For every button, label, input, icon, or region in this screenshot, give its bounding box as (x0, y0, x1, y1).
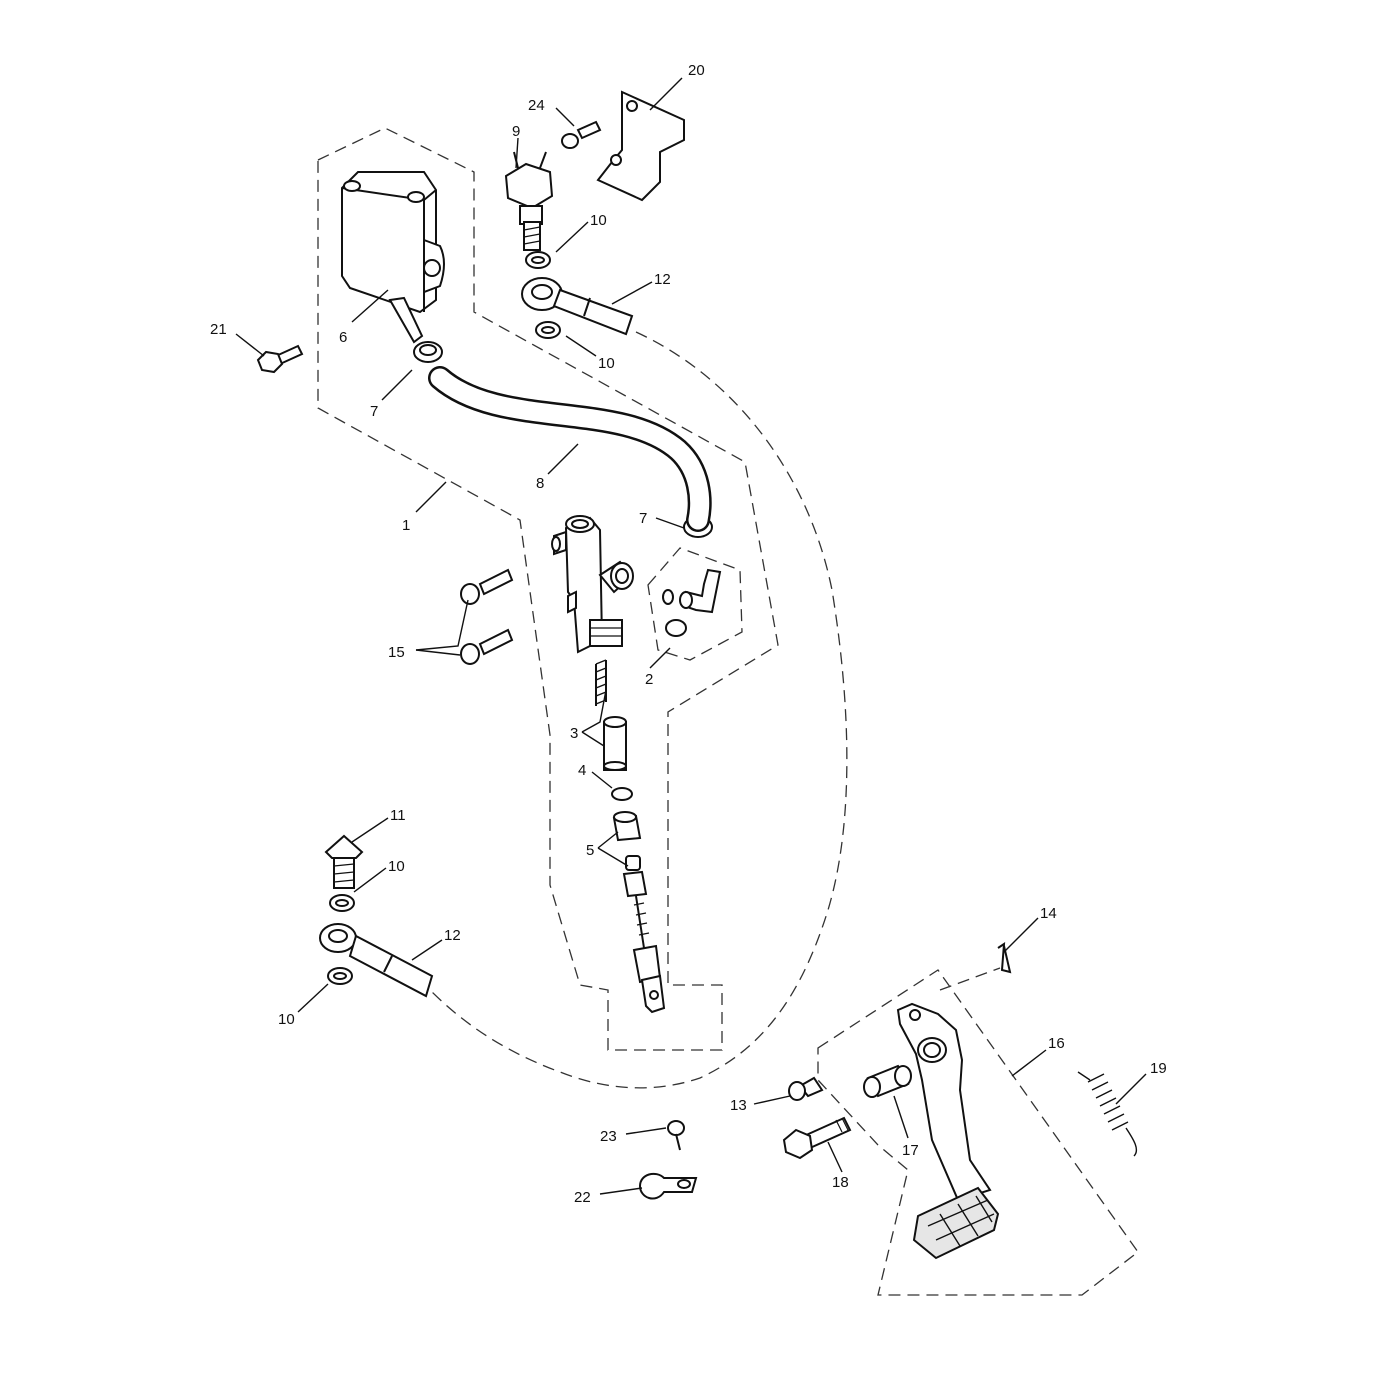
callout-5: 5 (586, 842, 594, 859)
pivot-bush (863, 1064, 912, 1098)
callout-24: 24 (528, 97, 545, 114)
pedal-return-spring (1077, 1071, 1138, 1157)
callout-13: 13 (730, 1097, 747, 1114)
callout-8: 8 (536, 475, 544, 492)
master-cylinder-bolt-upper (460, 568, 514, 605)
brake-light-switch (504, 151, 554, 251)
clip-screw (667, 1120, 685, 1151)
master-cylinder-bolt-lower (460, 628, 514, 665)
callout-15: 15 (388, 644, 405, 661)
callout-10-upper-2: 10 (598, 355, 615, 372)
callout-16: 16 (1048, 1035, 1065, 1052)
split-pin (997, 942, 1012, 974)
sealing-washer-upper-2 (535, 321, 561, 339)
brake-hose-route-outline (429, 331, 848, 1089)
dust-boot (612, 811, 642, 842)
pivot-pin (788, 1076, 824, 1101)
hose-clip-upper (413, 341, 443, 363)
callout-2: 2 (645, 671, 653, 688)
callout-19: 19 (1150, 1060, 1167, 1077)
inlet-seal-kit (662, 568, 722, 637)
sealing-washer-upper-1 (525, 251, 551, 269)
brake-pedal (896, 1002, 1000, 1260)
callout-12-upper: 12 (654, 271, 671, 288)
seal-kit-outline (647, 547, 743, 661)
brake-hose-upper-end (521, 277, 634, 336)
callout-7-lower: 7 (639, 510, 647, 527)
callout-4: 4 (578, 762, 586, 779)
callout-10-lower-2: 10 (278, 1011, 295, 1028)
sealing-washer-lower-1 (329, 894, 355, 912)
callout-21: 21 (210, 321, 227, 338)
sealing-washer-lower-2 (327, 967, 353, 985)
callouts: 1 2 3 4 5 6 7 7 8 9 10 10 10 10 11 12 12… (210, 62, 1167, 1206)
return-spring (595, 659, 607, 706)
callout-18: 18 (832, 1174, 849, 1191)
callout-9: 9 (512, 123, 520, 140)
reservoir-mounting-bolt (256, 344, 304, 374)
piston (603, 716, 627, 771)
pivot-bolt (782, 1116, 852, 1160)
banjo-bolt (324, 834, 364, 889)
master-cylinder-body (551, 515, 634, 654)
bracket-screw (561, 120, 602, 149)
reservoir-hose (428, 366, 712, 532)
leader-lines (235, 77, 1147, 1195)
callout-11: 11 (390, 807, 406, 824)
hose-p-clip (638, 1172, 698, 1200)
callout-17: 17 (902, 1142, 919, 1159)
brake-hose-lower-end (319, 923, 434, 998)
callout-1: 1 (402, 517, 410, 534)
callout-7-upper: 7 (370, 403, 378, 420)
callout-10-upper-1: 10 (590, 212, 607, 229)
master-cylinder-group-outline (317, 127, 779, 1051)
callout-10-lower-1: 10 (388, 858, 405, 875)
pedal-to-pin-link-line (939, 967, 1001, 991)
callout-22: 22 (574, 1189, 591, 1206)
callout-3: 3 (570, 725, 578, 742)
callout-12-lower: 12 (444, 927, 461, 944)
pushrod-assembly (622, 855, 666, 1014)
circlip (611, 787, 633, 801)
callout-14: 14 (1040, 905, 1057, 922)
pedal-group-outline (817, 969, 1139, 1296)
brake-fluid-reservoir (341, 171, 445, 344)
callout-23: 23 (600, 1128, 617, 1145)
callout-6: 6 (339, 329, 347, 346)
switch-mounting-bracket (596, 90, 685, 202)
callout-20: 20 (688, 62, 705, 79)
group-outlines (317, 127, 1139, 1296)
